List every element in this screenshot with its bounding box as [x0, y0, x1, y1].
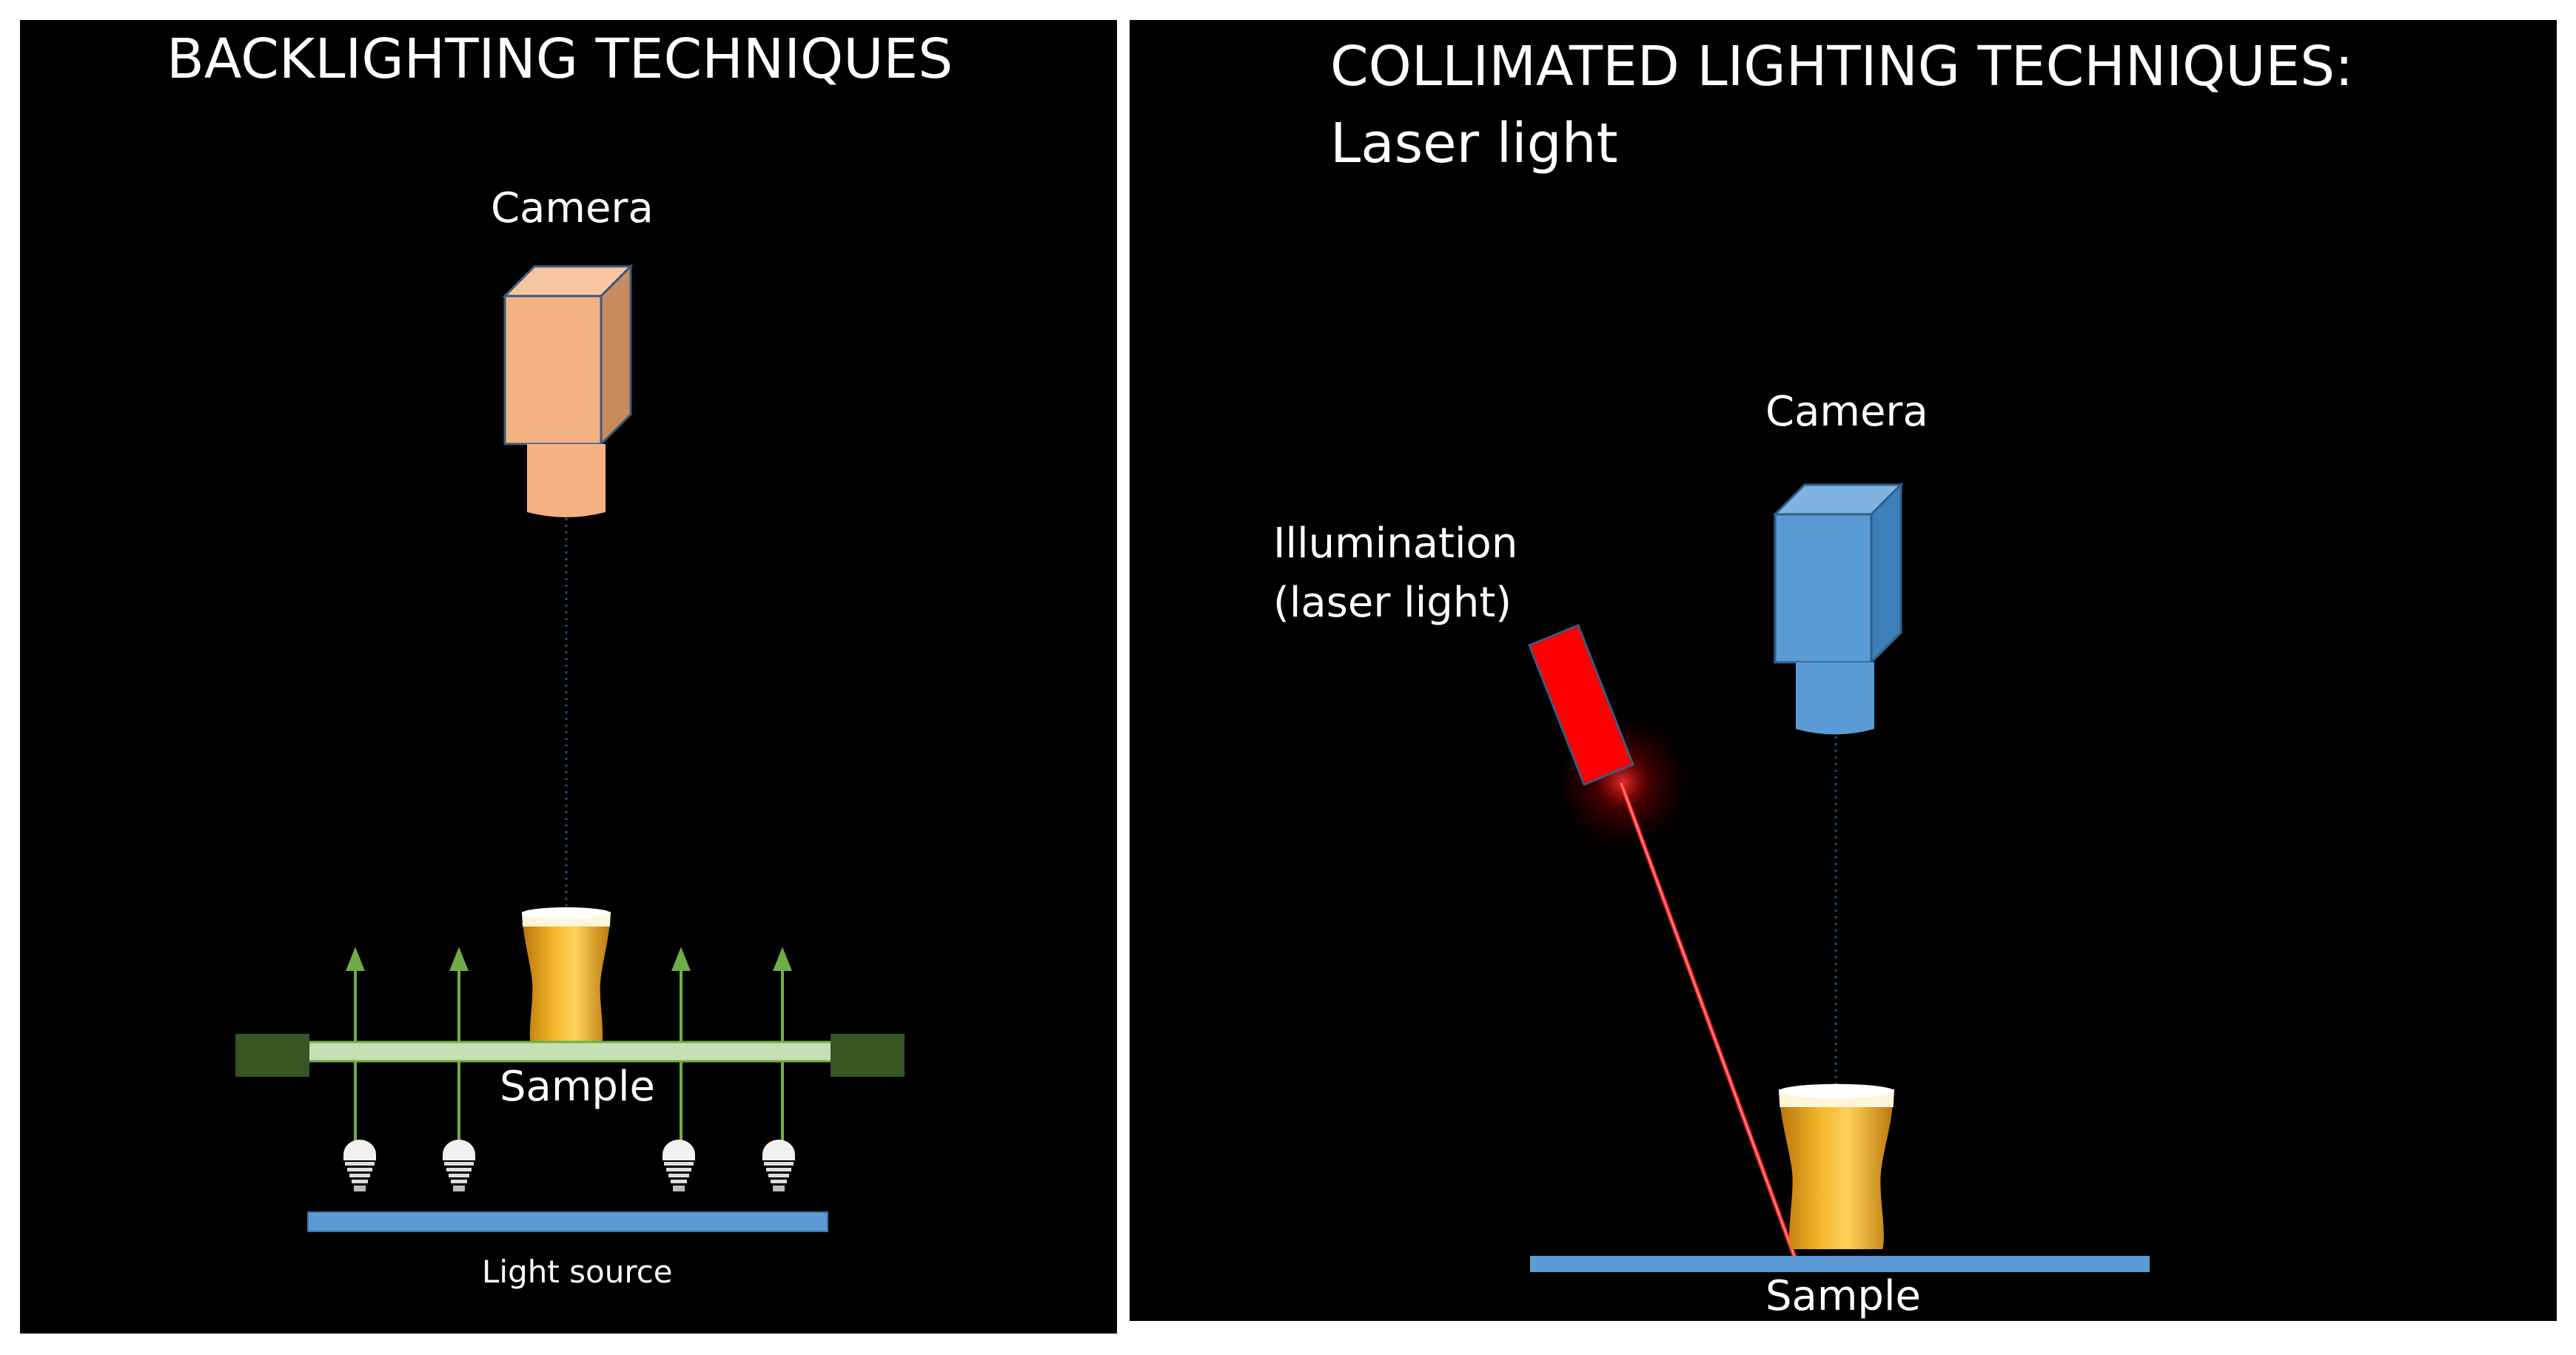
camera-label: Camera: [1765, 388, 1928, 436]
sample-stage: [1530, 1256, 2150, 1272]
illumination-label-line1: Illumination: [1273, 520, 1518, 568]
light-source-label: Light source: [482, 1254, 673, 1290]
backlighting-title: BACKLIGHTING TECHNIQUES: [167, 27, 953, 91]
beer-glass-icon: [1779, 1083, 1894, 1249]
collimated-title-line2: Laser light: [1330, 112, 1618, 175]
sample-label: Sample: [1765, 1272, 1921, 1320]
light-bulb-icon: [443, 1140, 475, 1191]
sample-label: Sample: [500, 1063, 655, 1111]
light-bulb-icon: [663, 1140, 695, 1191]
laser-icon: [1528, 624, 1689, 849]
diffuser-plate: [235, 1034, 905, 1077]
camera-icon: [1772, 482, 1904, 735]
backlighting-panel: [20, 20, 1117, 1334]
beer-glass-icon: [522, 907, 611, 1045]
collimated-title-line1: COLLIMATED LIGHTING TECHNIQUES:: [1330, 35, 2354, 98]
illumination-label-line2: (laser light): [1273, 579, 1512, 627]
light-source-bar: [307, 1211, 828, 1232]
light-bulb-icon: [343, 1140, 376, 1191]
light-bulb-icon: [762, 1140, 795, 1191]
camera-icon: [502, 263, 634, 517]
laser-beam-core: [1620, 782, 1796, 1259]
camera-label: Camera: [491, 184, 654, 232]
